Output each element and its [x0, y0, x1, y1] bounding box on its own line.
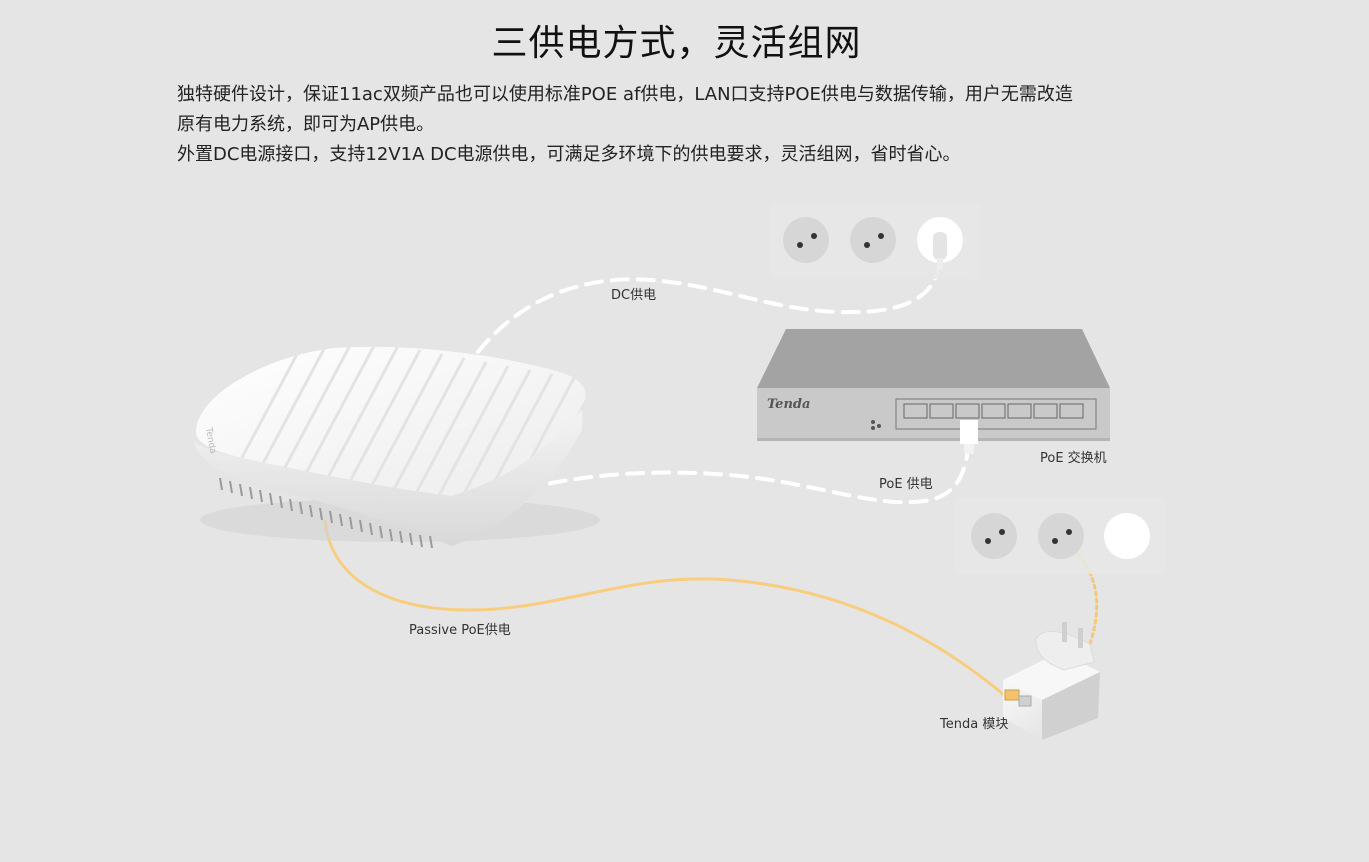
switch-brand-logo: Tenda: [767, 397, 810, 412]
poe-power-label: PoE 供电: [879, 477, 933, 492]
wall-outlet-icon: [971, 513, 1017, 559]
passive-poe-cable: [323, 519, 1011, 702]
plug-icon: [1104, 513, 1150, 559]
wall-outlet-icon: [783, 217, 829, 263]
bottom-outlet-panel: [955, 498, 1165, 574]
ap-brand-logo: Tenda: [203, 426, 218, 455]
page-title: 三供电方式，灵活组网: [491, 23, 862, 64]
dc-power-label: DC供电: [611, 288, 656, 303]
tenda-module-label: Tenda 模块: [939, 717, 1008, 732]
poe-cable: [473, 446, 970, 507]
power-adapter-icon: [1003, 622, 1100, 740]
wall-outlet-icon: [1038, 513, 1084, 559]
dc-cable: [476, 260, 942, 354]
description-line-2: 原有电力系统，即可为AP供电。: [177, 114, 435, 135]
poe-switch-label: PoE 交换机: [1040, 450, 1107, 466]
poe-switch-icon: Tenda: [757, 329, 1110, 454]
description-line-3: 外置DC电源接口，支持12V1A DC电源供电，可满足多环境下的供电要求，灵活组…: [177, 144, 961, 165]
access-point-icon: Tenda: [194, 346, 600, 549]
description: 独特硬件设计，保证11ac双频产品也可以使用标准POE af供电，LAN口支持P…: [177, 80, 1177, 170]
top-outlet-panel: [770, 203, 980, 279]
description-line-1: 独特硬件设计，保证11ac双频产品也可以使用标准POE af供电，LAN口支持P…: [177, 84, 1073, 105]
wall-outlet-icon: [850, 217, 896, 263]
passive-poe-label: Passive PoE供电: [409, 623, 511, 638]
plug-icon: [917, 217, 963, 270]
